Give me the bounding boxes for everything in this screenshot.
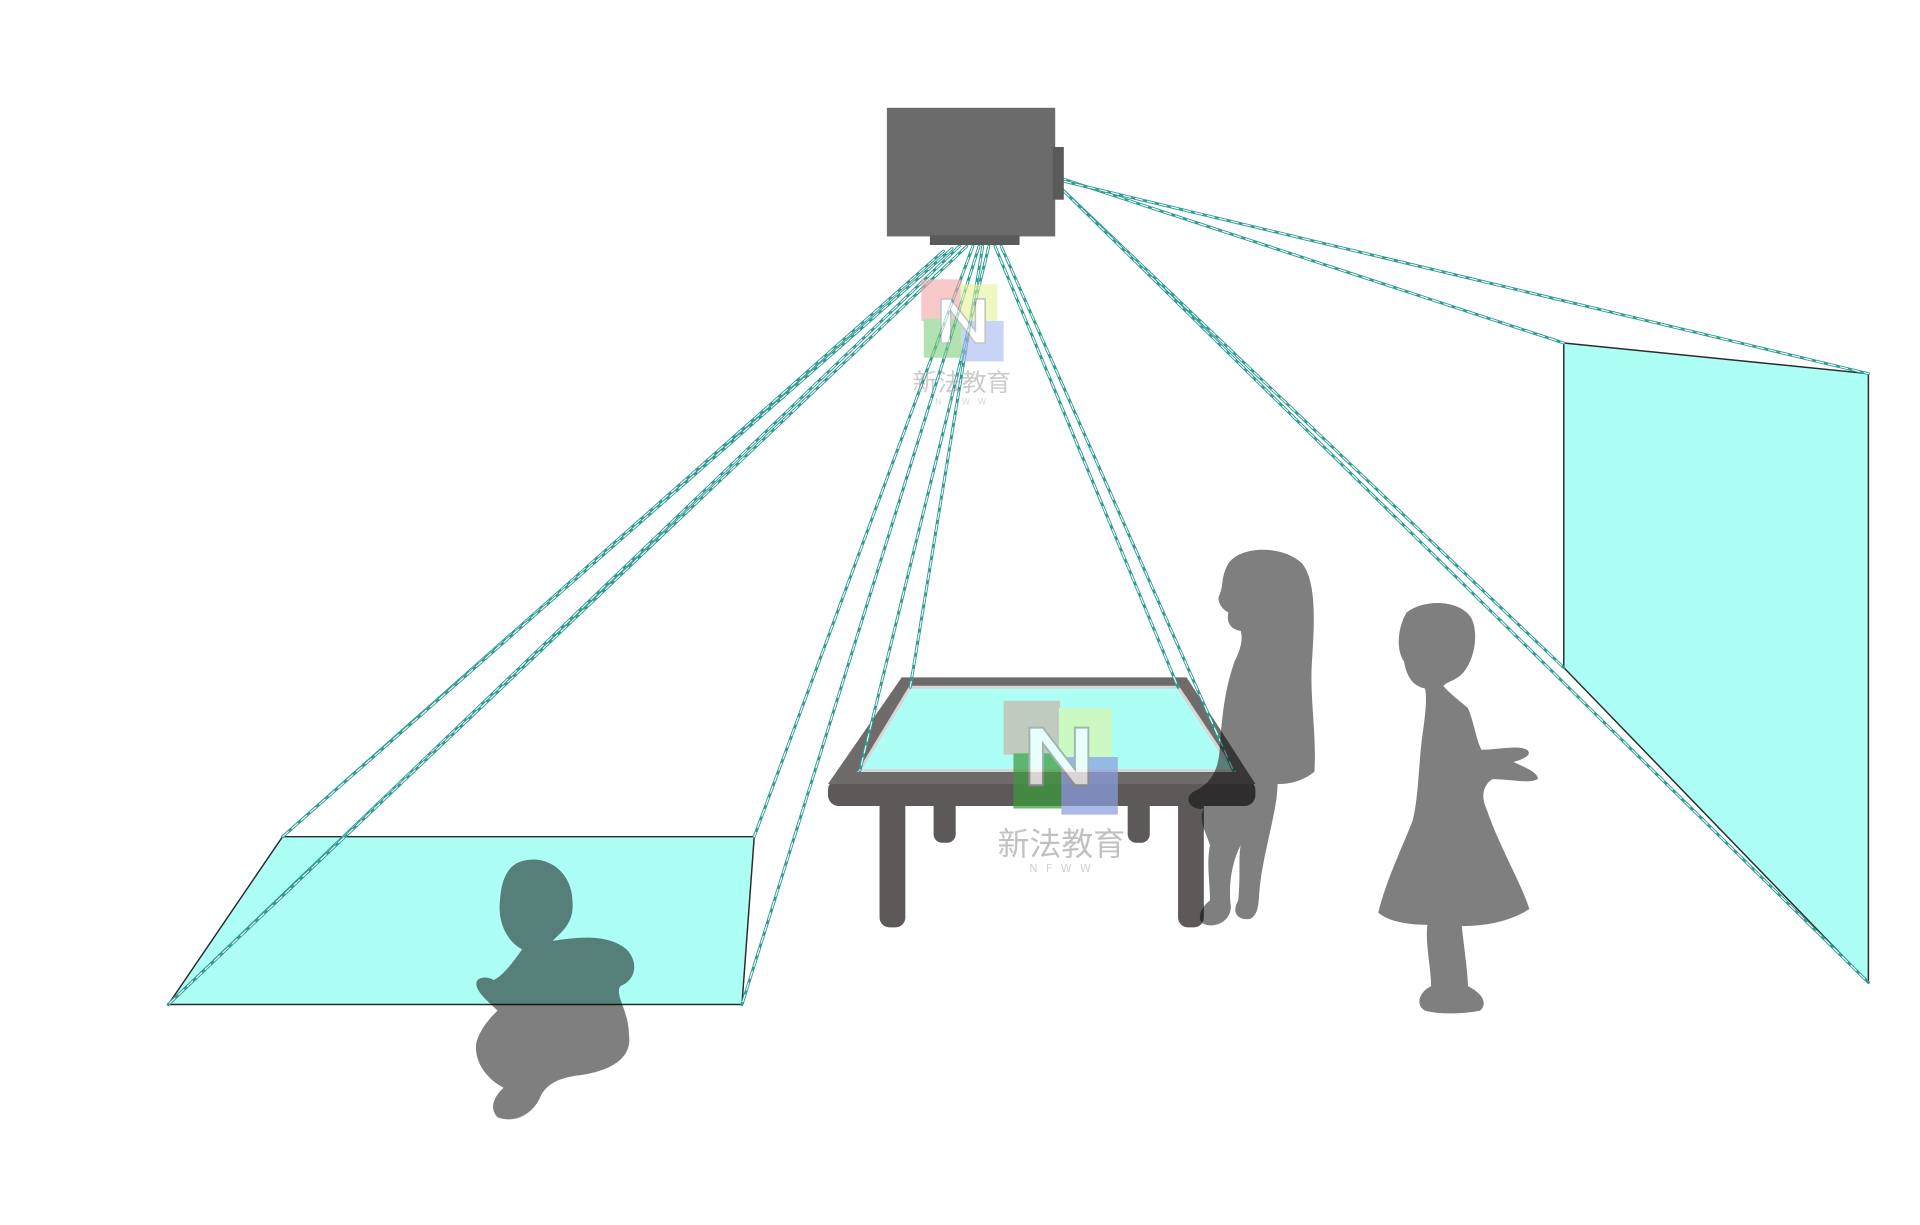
crawling-child-silhouette [475, 859, 635, 1120]
watermark-logo-small: 新法教育 N F W W [913, 279, 1011, 407]
table-back-leg-left [933, 798, 956, 843]
watermark-logo-large: 新法教育 N F W W [998, 700, 1126, 875]
projection-beam [1062, 189, 1870, 984]
logo-n-letter-icon [1028, 726, 1090, 787]
standing-girl-long-hair-silhouette [1188, 549, 1315, 926]
beam-dash [167, 245, 968, 1006]
wall-projection-surface [1563, 342, 1870, 985]
projection-beam [166, 244, 969, 1006]
watermark-letters: N F W W [1029, 862, 1093, 875]
projection-beam [1057, 176, 1566, 345]
projector-side-lens [1052, 147, 1064, 200]
beam-dash [1058, 177, 1565, 344]
projection-beam [999, 244, 1235, 772]
watermark-text: 新法教育 [913, 368, 1011, 397]
projector-bottom-lens [929, 235, 1020, 245]
projection-beam [740, 244, 981, 1006]
beam-dash [1000, 245, 1234, 772]
standing-girl-dress-silhouette [1378, 602, 1538, 1014]
watermark-letters: N F W W [935, 397, 989, 407]
table-back-leg-right [1127, 798, 1150, 843]
beam-dash [1063, 190, 1869, 984]
projection-beams [166, 176, 1870, 1006]
table-front-leg-right [1178, 796, 1204, 928]
beam-dash [1058, 185, 1565, 669]
logo-n-letter-icon [940, 298, 986, 344]
projector-body [886, 107, 1056, 237]
watermark-text: 新法教育 [998, 825, 1126, 863]
projection-beam [281, 247, 954, 839]
table-front-leg-left [879, 796, 906, 928]
projection-beam [1062, 179, 1870, 376]
beam-dash [741, 245, 980, 1006]
projection-beam [1057, 184, 1566, 670]
beam-dash [281, 248, 953, 838]
beam-dash [1063, 180, 1869, 375]
projection-beam [993, 244, 1180, 689]
beam-dash [994, 245, 1179, 688]
projector-icon [886, 107, 1064, 245]
